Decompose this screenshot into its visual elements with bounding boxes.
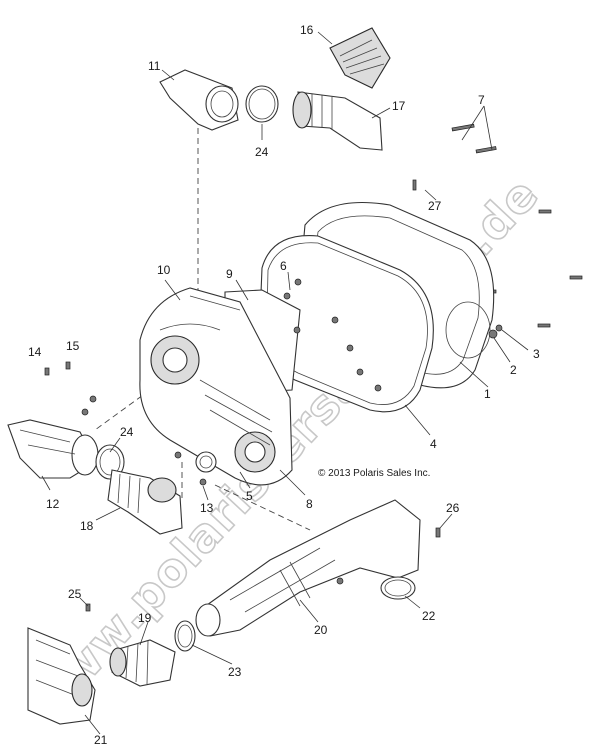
- callout-13: 13: [200, 501, 214, 515]
- part-18-lower-boot: [107, 469, 183, 535]
- callout-20: 20: [314, 623, 328, 637]
- callout-21: 21: [94, 733, 108, 747]
- part-6-cover-bolts: [283, 278, 382, 392]
- callout-3: 3: [533, 347, 540, 361]
- callout-14: 14: [28, 345, 42, 359]
- leader-lines: [41, 31, 529, 735]
- part-23-clamp: [174, 620, 196, 652]
- callout-17: 17: [392, 99, 406, 113]
- part-5-o-ring: [195, 451, 217, 473]
- callout-25: 25: [68, 587, 82, 601]
- callout-27: 27: [428, 199, 442, 213]
- part-14-15-screws: [44, 361, 97, 416]
- part-22-outlet-ring: [336, 576, 416, 600]
- callout-12: 12: [46, 497, 60, 511]
- callout-10: 10: [157, 263, 171, 277]
- callout-23: 23: [228, 665, 242, 679]
- callout-5: 5: [246, 489, 253, 503]
- callout-24-top: 24: [255, 145, 269, 159]
- callout-26: 26: [446, 501, 460, 515]
- callout-labels: 16 11 17 24 7 27 10 9 6 3 2 1 4 14 15 24…: [28, 23, 540, 747]
- callout-7: 7: [478, 93, 485, 107]
- part-20-exhaust-duct: [195, 499, 421, 637]
- part-24-upper-clamp: [245, 85, 279, 123]
- callout-24-lower: 24: [120, 425, 134, 439]
- callout-9: 9: [226, 267, 233, 281]
- part-10-inner-clutch-cover: [139, 287, 293, 486]
- part-19-bottom-boot: [109, 639, 176, 687]
- part-11-upper-intake-duct: [159, 69, 239, 131]
- callout-19: 19: [138, 611, 152, 625]
- callout-16: 16: [300, 23, 314, 37]
- callout-2: 2: [510, 363, 517, 377]
- callout-18: 18: [80, 519, 94, 533]
- part-2-3-fasteners: [488, 324, 503, 339]
- part-12-left-intake-duct: [7, 419, 99, 479]
- copyright-notice: © 2013 Polaris Sales Inc.: [318, 468, 430, 479]
- part-7-bolts: [451, 123, 497, 154]
- part-25-screw: [85, 603, 91, 612]
- part-13-screw: [174, 451, 207, 486]
- part-26-bolt: [435, 527, 441, 538]
- callout-22: 22: [422, 609, 436, 623]
- part-21-lower-housing: [27, 627, 96, 725]
- callout-1: 1: [484, 387, 491, 401]
- part-16-vent-grille: [329, 27, 391, 89]
- callout-6: 6: [280, 259, 287, 273]
- callout-8: 8: [306, 497, 313, 511]
- callout-4: 4: [430, 437, 437, 451]
- part-17-upper-boot: [292, 91, 383, 151]
- callout-15: 15: [66, 339, 80, 353]
- callout-11: 11: [148, 59, 161, 73]
